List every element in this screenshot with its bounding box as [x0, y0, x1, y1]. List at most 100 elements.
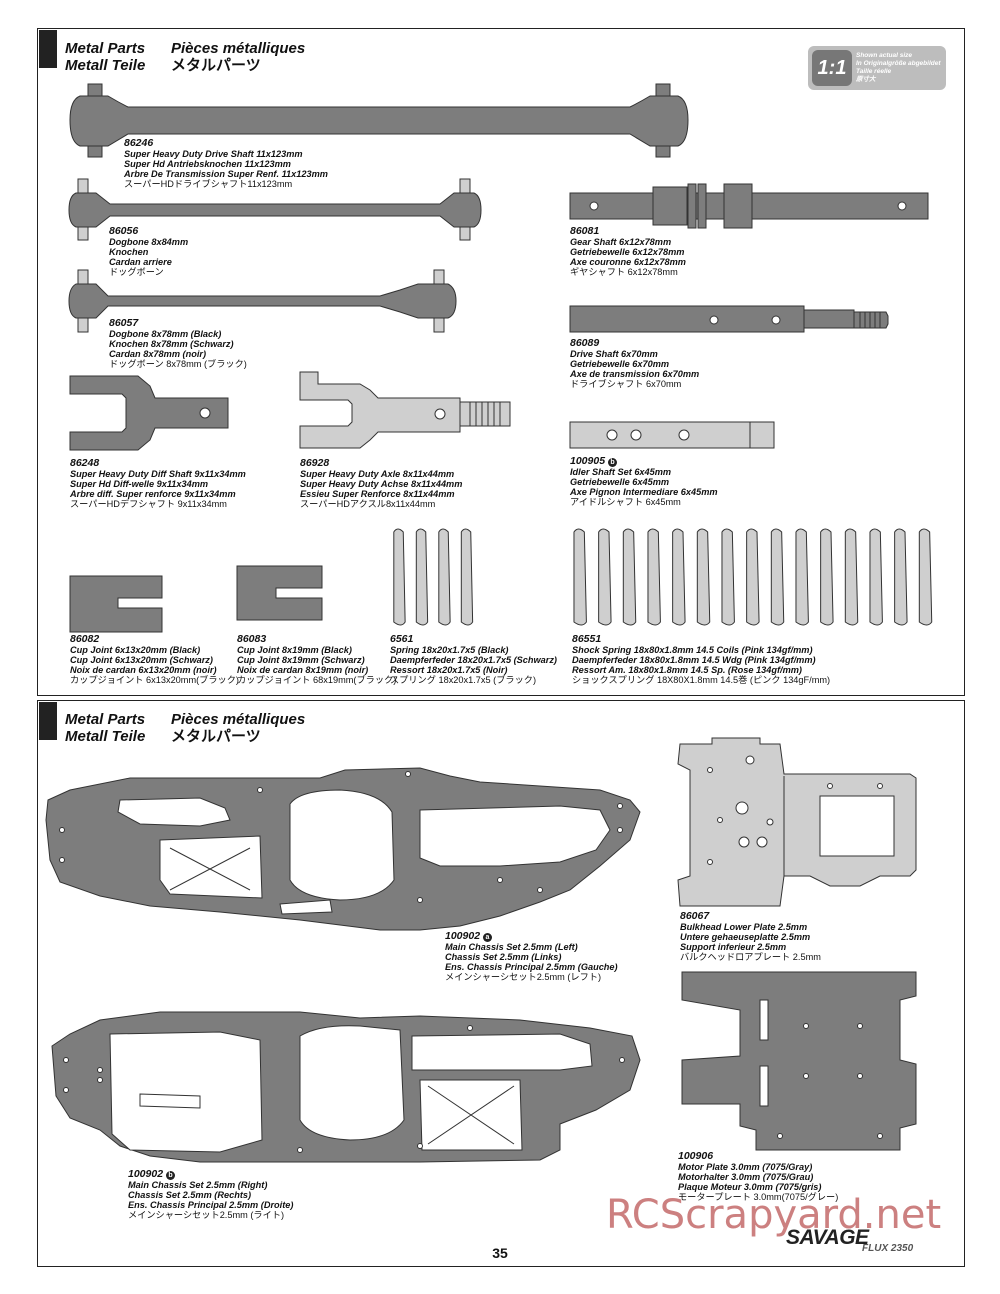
part-desc-en: Gear Shaft 6x12x78mm — [570, 237, 672, 247]
spring-coil — [869, 528, 883, 626]
header-de: Metall Teile — [65, 728, 146, 745]
part-desc-en: Idler Shaft Set 6x45mm — [570, 467, 672, 477]
part-desc-fr: Cardan 8x78mm (noir) — [109, 349, 207, 359]
spring-coil — [844, 528, 859, 626]
part-number: 86551 — [572, 633, 602, 645]
part-desc-en: Spring 18x20x1.7x5 (Black) — [390, 645, 509, 655]
part-desc-jp: モータープレート 3.0mm(7075/グレー) — [678, 1192, 839, 1202]
part-desc-de: Daempferfeder 18x20x1.7x5 (Schwarz) — [390, 655, 557, 665]
part-desc-de: Chassis Set 2.5mm (Rechts) — [128, 1190, 252, 1200]
spring-coil — [770, 528, 785, 626]
part-number: 86246 — [124, 137, 154, 149]
part-desc-de: Knochen — [109, 247, 149, 257]
part-number: 86083 — [237, 633, 267, 645]
spring-coil — [696, 528, 711, 626]
idler-shaft-100905-drawing — [569, 421, 775, 449]
scale-note: Shown actual size In Originalgröße abgeb… — [856, 52, 941, 84]
part-desc-jp: ドッグボーン — [109, 267, 164, 277]
part-desc-en: Shock Spring 18x80x1.8mm 14.5 Coils (Pin… — [572, 645, 813, 655]
part-number: 100902 b — [128, 1168, 293, 1180]
variant-a-icon: a — [482, 933, 492, 942]
spring-coil — [746, 528, 760, 626]
part-desc-jp: アイドルシャフト 6x45mm — [570, 497, 681, 507]
part-number: 86057 — [109, 317, 139, 329]
spring-coil — [918, 528, 933, 626]
section-header: Metal Parts Metall Teile — [65, 40, 145, 74]
part-number: 86081 — [570, 225, 600, 237]
section-header: Metal Parts Metall Teile — [65, 711, 145, 745]
drive-shaft-86089-drawing — [569, 305, 889, 333]
part-desc-fr: Noix de cardan 6x13x20mm (noir) — [70, 665, 217, 675]
part-desc-en: Dogbone 8x78mm (Black) — [109, 329, 222, 339]
cup-joint-86082-drawing — [69, 575, 163, 633]
part-desc-de: Getriebewelle 6x45mm — [570, 477, 670, 487]
part-desc-de: Knochen 8x78mm (Schwarz) — [109, 339, 234, 349]
part-number: 100906 — [678, 1150, 714, 1162]
variant-b-icon: b — [607, 458, 617, 467]
scale-ratio: 1:1 — [812, 50, 852, 86]
part-desc-jp: カップジョイント 6x13x20mm(ブラック) — [70, 675, 239, 685]
spring-coil — [647, 528, 661, 626]
part-desc-en: Drive Shaft 6x70mm — [570, 349, 658, 359]
part-desc-fr: Noix de cardan 8x19mm (noir) — [237, 665, 369, 675]
part-desc-jp: ドッグボーン 8x78mm (ブラック) — [109, 359, 247, 369]
part-number: 86248 — [70, 457, 100, 469]
part-desc-de: Super Hd Antriebsknochen 11x123mm — [124, 159, 291, 169]
part-desc-de: Daempferfeder 18x80x1.8mm 14.5 Wdg (Pink… — [572, 655, 816, 665]
part-label-86056: 86056 Dogbone 8x84mm Knochen Cardan arri… — [109, 225, 188, 277]
scale-note-de: In Originalgröße abgebildet — [856, 60, 941, 67]
spring-coil — [894, 528, 908, 626]
part-label-86551: 86551 Shock Spring 18x80x1.8mm 14.5 Coil… — [572, 633, 830, 685]
part-desc-de: Getriebewelle 6x70mm — [570, 359, 670, 369]
spring-coil — [438, 528, 451, 626]
spring-6561-drawing — [393, 528, 474, 626]
part-desc-de: Super Hd Diff-welle 9x11x34mm — [70, 479, 209, 489]
watermark: RCScrapyard.net — [606, 1192, 942, 1238]
part-desc-fr: Axe Pignon Intermediare 6x45mm — [570, 487, 718, 497]
spring-coil — [598, 528, 612, 626]
part-label-86928: 86928 Super Heavy Duty Axle 8x11x44mm Su… — [300, 457, 462, 509]
spring-86551-drawing — [573, 528, 933, 626]
part-desc-fr: Plaque Moteur 3.0mm (7075/gris) — [678, 1182, 822, 1192]
part-label-86067: 86067 Bulkhead Lower Plate 2.5mm Untere … — [680, 910, 821, 962]
part-desc-fr: Ressort 18x20x1.7x5 (Noir) — [390, 665, 508, 675]
part-desc-fr: Cardan arriere — [109, 257, 172, 267]
part-label-100905: 100905 b Idler Shaft Set 6x45mm Getriebe… — [570, 455, 718, 507]
spring-coil — [415, 528, 429, 626]
part-label-86083: 86083 Cup Joint 8x19mm (Black) Cup Joint… — [237, 633, 396, 685]
chassis-right-100902-drawing — [51, 1011, 641, 1163]
part-number: 86928 — [300, 457, 330, 469]
cup-joint-86083-drawing — [236, 565, 323, 621]
spring-coil — [820, 528, 834, 626]
part-desc-fr: Ens. Chassis Principal 2.5mm (Gauche) — [445, 962, 618, 972]
part-desc-fr: Essieu Super Renforce 8x11x44mm — [300, 489, 455, 499]
part-label-86248: 86248 Super Heavy Duty Diff Shaft 9x11x3… — [70, 457, 246, 509]
chassis-left-100902-drawing — [45, 767, 641, 931]
part-desc-de: Super Heavy Duty Achse 8x11x44mm — [300, 479, 463, 489]
header-en: Metal Parts — [65, 711, 146, 728]
section-tab-marker — [39, 30, 57, 68]
header-en: Metal Parts — [65, 40, 146, 57]
part-desc-en: Main Chassis Set 2.5mm (Right) — [128, 1180, 268, 1190]
part-desc-fr: Support inferieur 2.5mm — [680, 942, 787, 952]
scale-note-jp: 原寸大 — [856, 76, 876, 83]
part-desc-jp: メインシャーシセット2.5mm (ライト) — [128, 1210, 285, 1220]
part-number: 86089 — [570, 337, 600, 349]
variant-b-icon: b — [165, 1171, 175, 1180]
spring-coil — [573, 528, 587, 626]
part-desc-jp: スーパーHDドライブシャフト11x123mm — [124, 179, 293, 189]
spring-coil — [460, 528, 474, 626]
part-label-86246: 86246 Super Heavy Duty Drive Shaft 11x12… — [124, 137, 328, 189]
part-desc-en: Super Heavy Duty Axle 8x11x44mm — [300, 469, 455, 479]
section-tab-marker — [39, 702, 57, 740]
part-desc-en: Main Chassis Set 2.5mm (Left) — [445, 942, 578, 952]
part-number-text: 100902 — [128, 1168, 164, 1180]
part-number: 86056 — [109, 225, 139, 237]
part-number: 86067 — [680, 910, 710, 922]
part-label-86057: 86057 Dogbone 8x78mm (Black) Knochen 8x7… — [109, 317, 247, 369]
part-desc-fr: Axe couronne 6x12x78mm — [570, 257, 686, 267]
part-number-text: 100902 — [445, 930, 481, 942]
part-label-86081: 86081 Gear Shaft 6x12x78mm Getriebewelle… — [570, 225, 686, 277]
part-desc-fr: Ens. Chassis Principal 2.5mm (Droite) — [128, 1200, 294, 1210]
